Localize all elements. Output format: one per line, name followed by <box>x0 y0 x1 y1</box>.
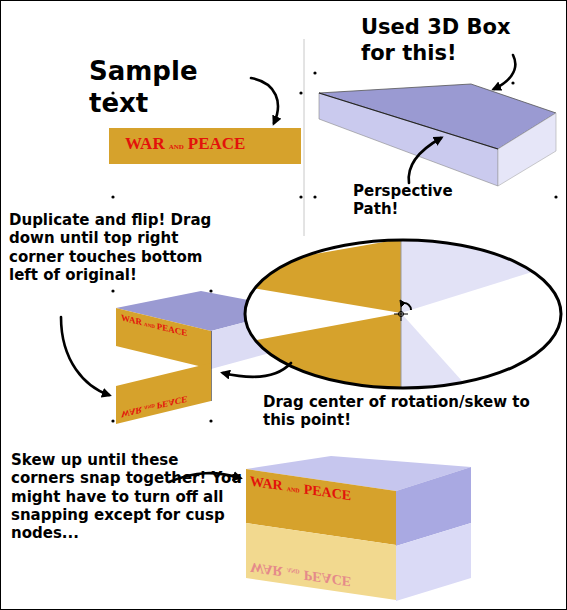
title-word: PEACE <box>304 567 351 589</box>
title-word: WAR <box>250 474 283 494</box>
note-label: Sample text <box>89 56 264 119</box>
title-word: WAR <box>121 405 142 420</box>
box-side-face <box>498 113 556 186</box>
note-label: Duplicate and flip! Drag down until top … <box>9 211 221 284</box>
note-label: Drag center of rotation/skew to this poi… <box>263 393 561 430</box>
title-word: AND <box>287 567 300 575</box>
title-word: PEACE <box>304 481 351 503</box>
perspective-path <box>319 93 498 149</box>
title-word: AND <box>144 403 155 411</box>
text-face: WAR AND PEACE <box>109 128 301 164</box>
zoom-ellipse <box>245 240 561 388</box>
title-word: PEACE <box>188 134 246 153</box>
title-word: AND <box>144 322 155 330</box>
zoom-detail <box>241 236 566 396</box>
flipped-face: WARANDPEACE <box>116 363 211 424</box>
title-word: AND <box>287 486 300 494</box>
title-word: WAR <box>125 134 165 153</box>
note-label: Used 3D Box for this! <box>361 15 531 66</box>
title-word: WAR <box>250 560 283 580</box>
title-word: PEACE <box>157 394 188 411</box>
note-label: Perspective Path! <box>353 182 483 219</box>
box-front-face <box>319 93 498 186</box>
title-word: WAR <box>121 312 142 327</box>
title-word: AND <box>169 143 184 151</box>
guide-line <box>304 39 305 236</box>
rotation-center <box>394 300 411 321</box>
note-label: Skew up until these corners snap togethe… <box>11 451 243 542</box>
reflection-side-face <box>396 523 471 601</box>
title-word: PEACE <box>157 321 188 338</box>
